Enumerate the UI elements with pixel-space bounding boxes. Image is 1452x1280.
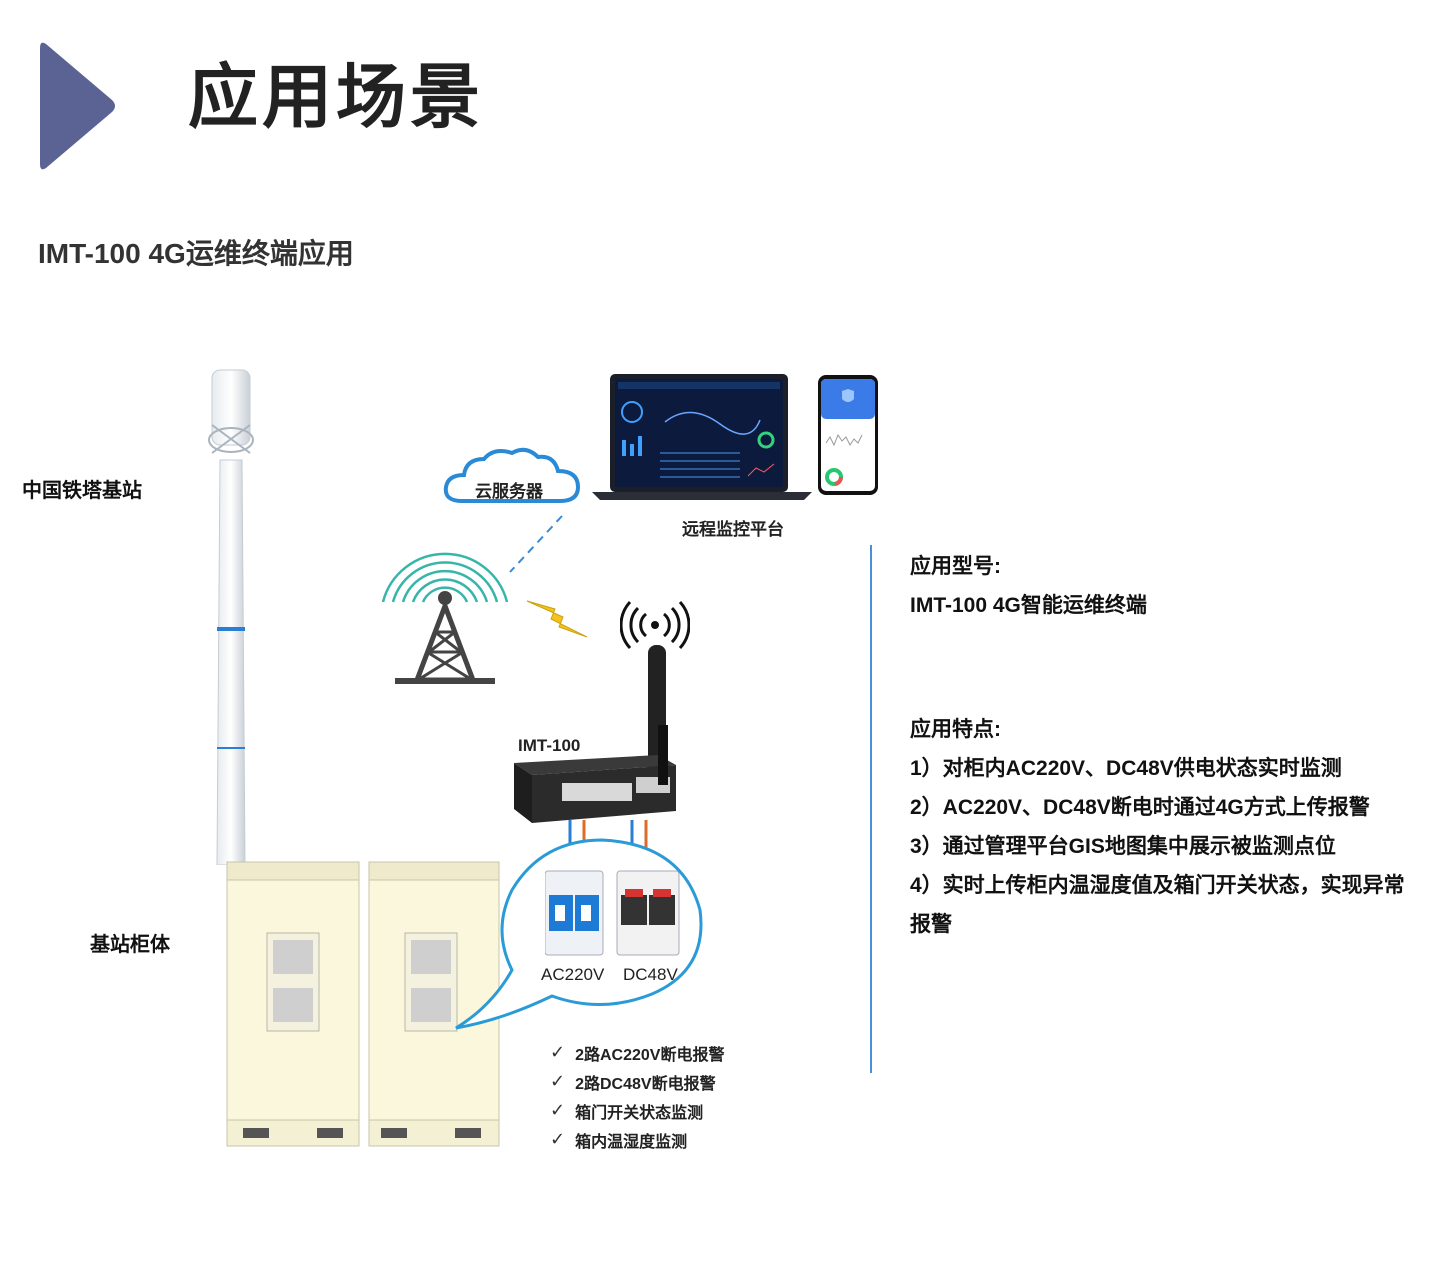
ac-label: AC220V <box>541 965 605 984</box>
platform-label: 远程监控平台 <box>682 520 784 539</box>
section-subtitle: IMT-100 4G运维终端应用 <box>38 238 354 269</box>
features-list: 1）对柜内AC220V、DC48V供电状态实时监测 2）AC220V、DC48V… <box>910 749 1440 944</box>
tower-label: 中国铁塔基站 <box>22 480 142 502</box>
checklist-item: ✓2路DC48V断电报警 <box>550 1071 716 1093</box>
check-icon: ✓ <box>550 1042 566 1062</box>
model-value: IMT-100 4G智能运维终端 <box>910 594 1147 617</box>
check-icon: ✓ <box>550 1129 566 1149</box>
dashed-link-icon <box>509 515 563 573</box>
header-triangle-icon <box>40 42 115 170</box>
model-heading: 应用型号: <box>910 555 1001 578</box>
cloud-label: 云服务器 <box>475 482 543 501</box>
phone-icon <box>818 375 878 495</box>
cloud-icon <box>443 447 581 503</box>
page-title: 应用场景 <box>188 58 484 136</box>
cabinet-icon <box>226 861 500 1147</box>
cabinet-label: 基站柜体 <box>90 934 170 956</box>
feature-item: 报警 <box>910 913 952 936</box>
checklist-item: ✓箱内温湿度监测 <box>550 1129 688 1151</box>
application-diagram: 中国铁塔基站 基站柜体 云服务器 <box>0 340 900 1180</box>
signal-tower-icon <box>381 552 509 684</box>
vertical-divider <box>870 545 872 1073</box>
imt100-device-icon <box>514 645 676 823</box>
device-label: IMT-100 <box>518 736 581 755</box>
lightning-icon <box>526 600 588 638</box>
tower-icon <box>208 369 254 865</box>
feature-item: 3）通过管理平台GIS地图集中展示被监测点位 <box>910 835 1336 858</box>
feature-item: 4）实时上传柜内温湿度值及箱门开关状态，实现异常 <box>910 874 1405 897</box>
features-heading: 应用特点: <box>910 718 1001 741</box>
feature-item: 1）对柜内AC220V、DC48V供电状态实时监测 <box>910 757 1342 780</box>
check-icon: ✓ <box>550 1100 566 1120</box>
laptop-icon <box>592 374 812 500</box>
checklist-item: ✓箱门开关状态监测 <box>550 1100 704 1122</box>
check-icon: ✓ <box>550 1071 566 1091</box>
dc-label: DC48V <box>623 965 678 984</box>
wireless-signal-icon <box>620 600 690 650</box>
checklist-item: ✓2路AC220V断电报警 <box>550 1042 725 1064</box>
feature-item: 2）AC220V、DC48V断电时通过4G方式上传报警 <box>910 796 1370 819</box>
feature-checklist: ✓2路AC220V断电报警 ✓2路DC48V断电报警 ✓箱门开关状态监测 ✓箱内… <box>550 1038 724 1154</box>
breakers-icon <box>545 870 680 956</box>
info-panel: 应用型号: IMT-100 4G智能运维终端 应用特点: 1）对柜内AC220V… <box>910 548 1440 944</box>
